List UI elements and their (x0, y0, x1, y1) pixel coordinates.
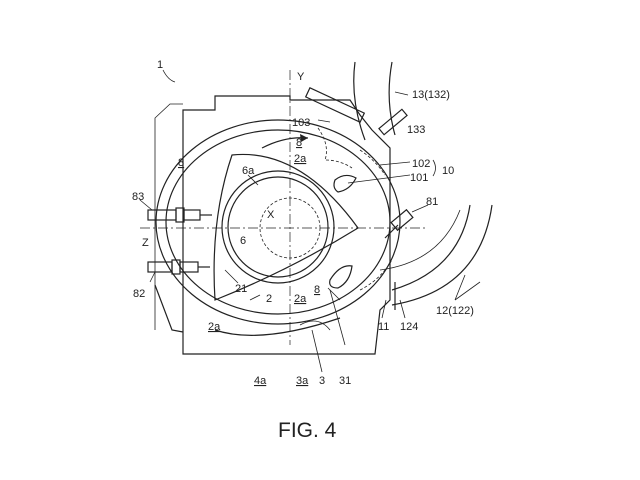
label-4a: 4a (254, 375, 267, 387)
leader-82 (149, 271, 156, 283)
leader-124 (399, 299, 406, 319)
label-10: 10 (442, 165, 454, 177)
label-3: 3 (319, 375, 325, 387)
label-82: 82 (133, 288, 145, 300)
rotor (213, 153, 359, 301)
injector-81 (384, 208, 414, 239)
housing-inner-outline (154, 103, 183, 330)
label-83: 83 (132, 191, 144, 203)
trochoid-inner (165, 129, 391, 315)
label-21: 21 (235, 283, 247, 295)
pipe-12-c (379, 209, 461, 271)
leader-3 (311, 329, 323, 373)
label-Y: Y (297, 71, 305, 83)
label-6: 6 (240, 235, 246, 247)
brace-10 (432, 159, 436, 177)
trochoid-outer (155, 119, 401, 325)
label-13-132: 13(132) (412, 89, 450, 101)
spark-plug-83 (147, 207, 212, 223)
leader-83 (139, 199, 153, 211)
label-Z: Z (142, 237, 149, 249)
leader-2 (249, 294, 261, 301)
leader-13 (394, 91, 409, 96)
label-8-bottom: 8 (314, 284, 320, 296)
arrow-31 (327, 287, 341, 301)
eccentric-shaft-outer (221, 170, 335, 284)
leader-103 (317, 119, 331, 123)
leader-102 (379, 161, 411, 166)
leader-21 (224, 269, 239, 284)
label-3a: 3a (296, 375, 309, 387)
pipe-13-outer (353, 61, 366, 141)
leader-12 (454, 274, 481, 301)
exhaust-port-lower (329, 265, 353, 289)
eccentric-shaft-inner (227, 176, 329, 278)
label-11: 11 (378, 321, 389, 333)
pipe-12-a (391, 204, 471, 291)
label-101: 101 (410, 172, 428, 184)
leader-11 (381, 299, 387, 319)
figure-caption: FIG. 4 (278, 419, 337, 442)
pipe-13-inner (388, 61, 396, 136)
label-2: 2 (266, 293, 272, 305)
lower-housing-arc (214, 317, 341, 336)
leader-6a (247, 174, 259, 186)
exhaust-port-upper (333, 174, 357, 193)
leader-101 (347, 174, 411, 184)
flange-133 (378, 108, 408, 136)
pipe-12-b (391, 204, 493, 306)
label-102: 102 (412, 158, 430, 170)
label-124: 124 (400, 321, 418, 333)
label-2a-mid: 2a (294, 293, 307, 305)
label-12-122: 12(122) (436, 305, 474, 317)
leader-31 (329, 289, 346, 346)
label-1: 1 (157, 59, 163, 71)
housing-outline (182, 95, 391, 355)
label-2a-left: 2a (208, 321, 221, 333)
housing-left-step (154, 284, 184, 333)
label-103: 103 (292, 117, 310, 129)
label-X: X (267, 209, 275, 221)
rotation-arrowhead (300, 134, 308, 142)
label-8-top: 8 (296, 137, 302, 149)
label-31: 31 (339, 375, 351, 387)
label-8-left: 8 (178, 157, 184, 169)
leader-81 (411, 204, 429, 213)
lower-port-arc (299, 320, 331, 331)
flange-103 (304, 86, 366, 124)
label-6a: 6a (242, 165, 255, 177)
leader-1 (162, 69, 176, 83)
spark-plug-82 (147, 259, 210, 275)
intake-passage-dashed (317, 127, 393, 291)
label-81: 81 (426, 196, 438, 208)
label-2a-top: 2a (294, 153, 307, 165)
label-133: 133 (407, 124, 425, 136)
